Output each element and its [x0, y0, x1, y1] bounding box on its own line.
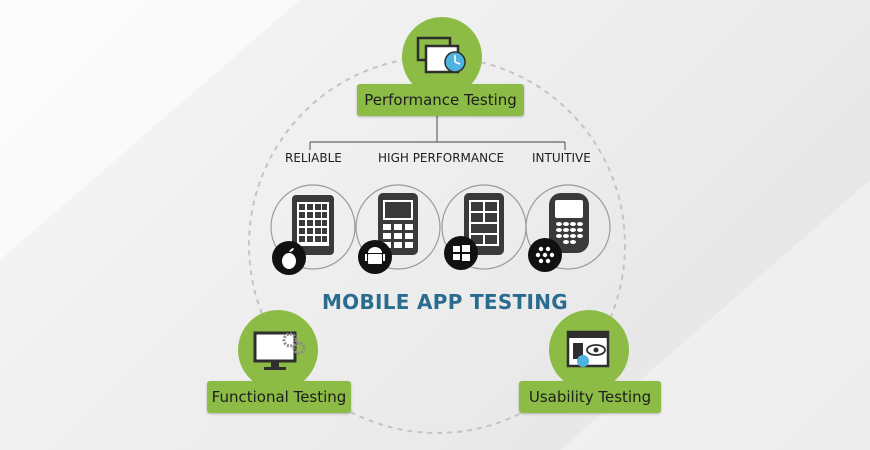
phone-windows-icon: [464, 193, 504, 255]
functional-testing-label: Functional Testing: [207, 381, 351, 413]
usability-testing-label: Usability Testing: [519, 381, 661, 413]
center-title: MOBILE APP TESTING: [321, 290, 569, 314]
windows-icon: [444, 236, 478, 270]
android-icon: [358, 240, 392, 274]
performance-node-icon-circle: [402, 17, 482, 97]
feature-connector: [309, 116, 566, 150]
device-circle-3: [441, 184, 527, 270]
device-circle-4: [525, 184, 611, 272]
tablet-grid-icon: [292, 195, 334, 255]
functional-node-icon-circle: [238, 310, 318, 390]
blackberry-icon: [528, 238, 562, 272]
feature-reliable: RELIABLE: [285, 151, 342, 165]
device-circle-1: [270, 184, 356, 275]
phone-android-icon: [378, 193, 418, 255]
feature-intuitive: INTUITIVE: [532, 151, 591, 165]
dashed-orbit: [248, 56, 626, 434]
performance-testing-label: Performance Testing: [357, 84, 524, 116]
phone-blackberry-icon: [549, 193, 589, 253]
browser-eye-icon: [566, 330, 610, 368]
usability-node-icon-circle: [549, 310, 629, 390]
device-circle-2: [355, 184, 441, 274]
windows-clock-icon: [416, 36, 466, 74]
feature-high-performance: HIGH PERFORMANCE: [378, 151, 505, 165]
apple-icon: [272, 241, 306, 275]
monitor-gears-icon: [253, 331, 306, 370]
